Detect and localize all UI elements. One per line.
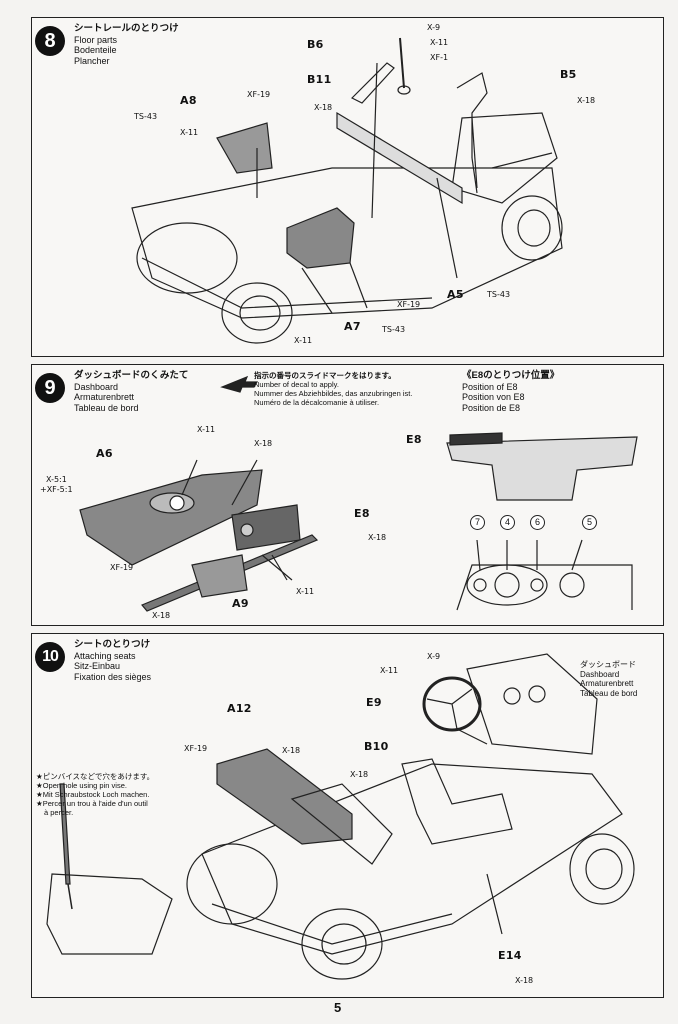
fastener-x11: X-11 xyxy=(294,336,313,345)
part-label-e8: E8 xyxy=(354,507,370,520)
position-de: Position von E8 xyxy=(462,392,525,402)
dash-jp: ダッシュボード xyxy=(580,660,636,669)
decal-note: 指示の番号のスライドマークをはります。 Number of decal to a… xyxy=(254,371,412,407)
decal-note-de: Nummer des Abziehbildes, das anzubringen… xyxy=(254,389,413,398)
dash-en: Dashboard xyxy=(580,669,620,679)
fastener-x18: X-18 xyxy=(314,103,333,112)
decal-number-6: 6 xyxy=(530,515,545,530)
part-label-a9: A9 xyxy=(232,597,249,610)
title-jp: ダッシュボードのくみたて xyxy=(74,370,189,381)
part-label-b5: B5 xyxy=(560,68,577,81)
decal-number-7: 7 xyxy=(470,515,485,530)
step-title-block: ダッシュボードのくみたて Dashboard Armaturenbrett Ta… xyxy=(74,370,189,413)
step-8-illustration xyxy=(131,37,563,344)
fastener-xf19: XF-19 xyxy=(184,744,208,753)
fastener-xf5: +XF-5:1 xyxy=(40,485,73,494)
step-title-block: シートのとりつけ Attaching seats Sitz-Einbau Fix… xyxy=(74,639,152,682)
fastener-x18: X-18 xyxy=(350,770,369,779)
part-label-e14: E14 xyxy=(498,949,522,962)
fastener-x18: X-18 xyxy=(282,746,301,755)
step-8-panel: 8 シートレールのとりつけ Floor parts Bodenteile Pla… xyxy=(31,17,664,357)
step-10-illustration xyxy=(46,653,635,980)
part-label-b11: B11 xyxy=(307,73,332,86)
step-number: 9 xyxy=(35,373,65,403)
pinvise-de: ★Mit Schraubstock Loch machen. xyxy=(36,790,150,799)
title-en: Floor parts xyxy=(74,34,118,45)
title-fr: Fixation des sièges xyxy=(74,671,152,682)
title-jp: シートレールのとりつけ xyxy=(74,23,179,34)
dash-de: Armaturenbrett xyxy=(580,679,634,688)
pinvise-fr1: ★Percer un trou à l'aide d'un outil xyxy=(36,799,148,808)
title-fr: Plancher xyxy=(74,55,110,66)
part-label-b6: B6 xyxy=(307,38,324,51)
position-jp: 《E8のとりつけ位置》 xyxy=(462,370,560,381)
dash-fr: Tableau de bord xyxy=(580,688,638,698)
fastener-xf19: XF-19 xyxy=(247,90,271,99)
pinvise-en: ★Open hole using pin vise. xyxy=(36,781,127,790)
decal-number-5: 5 xyxy=(582,515,597,530)
fastener-xf19: XF-19 xyxy=(110,563,134,572)
decal-note-en: Number of decal to apply. xyxy=(254,380,339,389)
fastener-ts43: TS-43 xyxy=(487,290,511,299)
fastener-x11: X-11 xyxy=(197,425,216,434)
fastener-xf1: XF-1 xyxy=(430,53,449,62)
part-label-a6: A6 xyxy=(96,447,113,460)
fastener-x11: X-11 xyxy=(296,587,315,596)
part-label-a5: A5 xyxy=(447,288,464,301)
part-label-e9: E9 xyxy=(366,696,382,709)
part-label-a12: A12 xyxy=(227,702,252,715)
fastener-x18: X-18 xyxy=(515,976,534,985)
title-de: Bodenteile xyxy=(74,45,117,55)
title-en: Attaching seats xyxy=(74,650,136,661)
pin-vise-note: ★ピンバイスなどで穴をあけます。 ★Open hole using pin vi… xyxy=(36,772,154,817)
fastener-x9: X-9 xyxy=(427,23,441,32)
title-en: Dashboard xyxy=(74,381,119,392)
decal-number-4: 4 xyxy=(500,515,515,530)
fastener-x18: X-18 xyxy=(577,96,596,105)
fastener-x5: X-5:1 xyxy=(46,475,67,484)
fastener-x11: X-11 xyxy=(430,38,449,47)
step-10-panel: 10 シートのとりつけ Attaching seats Sitz-Einbau … xyxy=(31,633,664,998)
position-fr: Position de E8 xyxy=(462,402,521,413)
pinvise-fr2: à percer. xyxy=(44,808,74,817)
part-label-e8: E8 xyxy=(406,433,422,446)
fastener-x11: X-11 xyxy=(380,666,399,675)
step-9-panel: 9 ダッシュボードのくみたて Dashboard Armaturenbrett … xyxy=(31,364,664,626)
title-de: Armaturenbrett xyxy=(74,392,135,402)
decal-note-fr: Numéro de la décalcomanie à utiliser. xyxy=(254,398,380,407)
fastener-x11: X-11 xyxy=(180,128,199,137)
decal-note-jp: 指示の番号のスライドマークをはります。 xyxy=(254,371,396,380)
step-9-illustration xyxy=(79,375,638,612)
position-en: Position of E8 xyxy=(462,381,518,392)
fastener-xf19: XF-19 xyxy=(397,300,421,309)
dashboard-callout: ダッシュボード Dashboard Armaturenbrett Tableau… xyxy=(580,660,637,698)
part-label-a8: A8 xyxy=(180,94,197,107)
part-label-b10: B10 xyxy=(364,740,389,753)
fastener-ts43: TS-43 xyxy=(134,112,158,121)
fastener-ts43: TS-43 xyxy=(382,325,406,334)
step-number: 10 xyxy=(35,642,65,672)
fastener-x18: X-18 xyxy=(152,611,171,620)
step-number: 8 xyxy=(35,26,65,56)
title-jp: シートのとりつけ xyxy=(74,639,151,650)
title-de: Sitz-Einbau xyxy=(74,661,121,671)
step-title-block: シートレールのとりつけ Floor parts Bodenteile Planc… xyxy=(74,23,179,66)
title-fr: Tableau de bord xyxy=(74,402,139,413)
part-label-a7: A7 xyxy=(344,320,361,333)
fastener-x18: X-18 xyxy=(368,533,387,542)
pinvise-jp: ★ピンバイスなどで穴をあけます。 xyxy=(36,772,155,781)
page-number: 5 xyxy=(334,1000,342,1015)
e8-position-block: 《E8のとりつけ位置》 Position of E8 Position von … xyxy=(462,370,560,413)
fastener-x18: X-18 xyxy=(254,439,273,448)
fastener-x9: X-9 xyxy=(427,652,441,661)
